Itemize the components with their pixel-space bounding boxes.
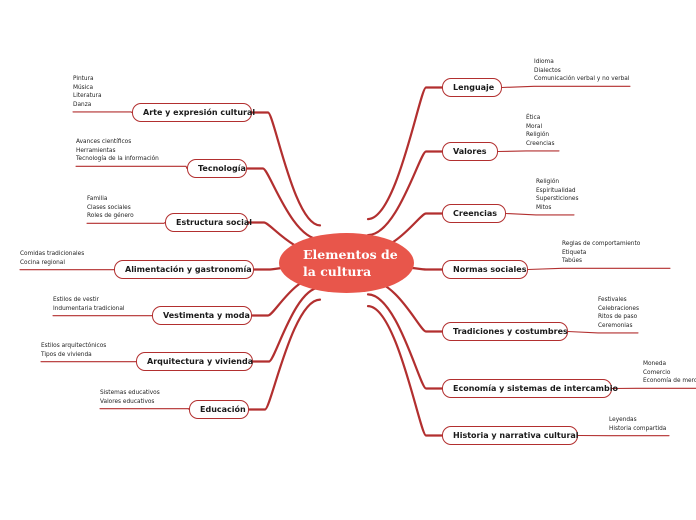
topic-vestimenta-y-moda[interactable]: Vestimenta y moda [152,306,252,325]
subtopic-item[interactable]: Festivales [598,297,627,303]
subtopic-item[interactable]: Estilos de vestir [53,297,99,303]
subtopic-item[interactable]: Comunicación verbal y no verbal [534,76,630,83]
leaf-line-arte-y-expresion-cultural [72,111,133,114]
leaf-line-lenguaje [501,85,631,89]
subtopic-item[interactable]: Creencias [526,140,555,147]
subtopic-item[interactable]: Clases sociales [87,204,131,211]
topic-creencias[interactable]: Creencias [442,204,506,223]
central-topic-label: Elementos de la cultura [303,247,398,279]
subtopic-item[interactable]: Etiqueta [562,249,587,256]
subtopic-item[interactable]: Leyendas [609,417,637,423]
topic-economia-y-sistemas-de-intercambio[interactable]: Economía y sistemas de intercambio [442,379,618,398]
subtopic-item[interactable]: Religión [536,179,560,185]
topic-educacion[interactable]: Educación [189,400,249,419]
leaf-line-estructura-social [86,221,166,224]
subtopic-item[interactable]: Mitos [536,204,552,211]
topic-estructura-social[interactable]: Estructura social [165,213,252,232]
subtopic-item[interactable]: Comercio [643,369,671,376]
subtopic-item[interactable]: Comidas tradicionales [20,251,85,257]
subtopic-item[interactable]: Literatura [73,93,102,100]
subtopic-item[interactable]: Reglas de comportamiento [562,241,641,247]
branch-line-economia-y-sistemas-de-intercambio [366,293,444,390]
subtopic-item[interactable]: Estilos arquitectónicos [41,343,107,349]
topic-alimentacion-y-gastronomia[interactable]: Alimentación y gastronomía [114,260,254,279]
subtopic-item[interactable]: Cocina regional [20,259,65,266]
subtopic-item[interactable]: Pintura [73,76,94,82]
topic-lenguaje[interactable]: Lenguaje [442,78,502,97]
leaf-line-normas-sociales [527,267,671,271]
subtopic-item[interactable]: Música [73,84,94,91]
branch-line-tecnologia [245,167,322,241]
subtopic-item[interactable]: Roles de género [87,213,134,220]
subtopic-item[interactable]: Tipos de vivienda [41,351,92,358]
leaf-line-educacion [99,408,190,411]
subtopic-item[interactable]: Ritos de paso [598,314,638,321]
leaf-line-valores [497,150,560,153]
subtopic-item[interactable]: Danza [73,101,92,108]
topic-historia-y-narrativa-cultural[interactable]: Historia y narrativa cultural [442,426,579,445]
branch-line-lenguaje [366,86,444,221]
subtopic-item[interactable]: Dialectos [534,67,561,74]
subtopic-item[interactable]: Tabúes [562,258,583,265]
branch-line-arte-y-expresion-cultural [250,111,322,227]
topic-normas-sociales[interactable]: Normas sociales [442,260,528,279]
subtopic-item[interactable]: Avances científicos [76,139,132,145]
subtopic-item[interactable]: Espiritualidad [536,187,576,194]
subtopic-item[interactable]: Moral [526,123,543,130]
subtopic-item[interactable]: Economía de mercado [643,378,696,385]
subtopic-item[interactable]: Ceremonias [598,322,633,329]
branch-line-historia-y-narrativa-cultural [366,305,444,437]
topic-arte-y-expresion-cultural[interactable]: Arte y expresión cultural [132,103,255,122]
subtopic-item[interactable]: Sistemas educativos [100,390,160,396]
topic-tecnologia[interactable]: Tecnología [187,159,247,178]
branch-line-valores [366,150,444,237]
leaf-line-tecnologia [75,165,188,170]
topic-valores[interactable]: Valores [442,142,498,161]
subtopic-item[interactable]: Moneda [643,361,667,367]
subtopic-item[interactable]: Religión [526,132,550,139]
topic-tradiciones-y-costumbres[interactable]: Tradiciones y costumbres [442,322,568,341]
subtopic-item[interactable]: Indumentaria tradicional [53,305,125,312]
subtopic-item[interactable]: Ética [526,115,541,121]
subtopic-item[interactable]: Historia compartida [609,425,667,432]
subtopic-item[interactable]: Valores educativos [100,398,155,405]
subtopic-item[interactable]: Herramientas [76,147,116,154]
subtopic-item[interactable]: Familia [87,196,108,202]
subtopic-item[interactable]: Supersticiones [536,196,579,203]
topic-arquitectura-y-vivienda[interactable]: Arquitectura y vivienda [136,352,253,371]
leaf-line-tradiciones-y-costumbres [567,330,639,334]
branch-line-arquitectura-y-vivienda [251,286,322,363]
subtopic-item[interactable]: Celebraciones [598,305,640,312]
subtopic-item[interactable]: Tecnología de la información [76,156,159,163]
leaf-line-creencias [505,212,575,216]
branch-line-educacion [247,298,322,411]
subtopic-item[interactable]: Idioma [534,59,554,65]
central-topic[interactable]: Elementos de la cultura [279,233,414,293]
